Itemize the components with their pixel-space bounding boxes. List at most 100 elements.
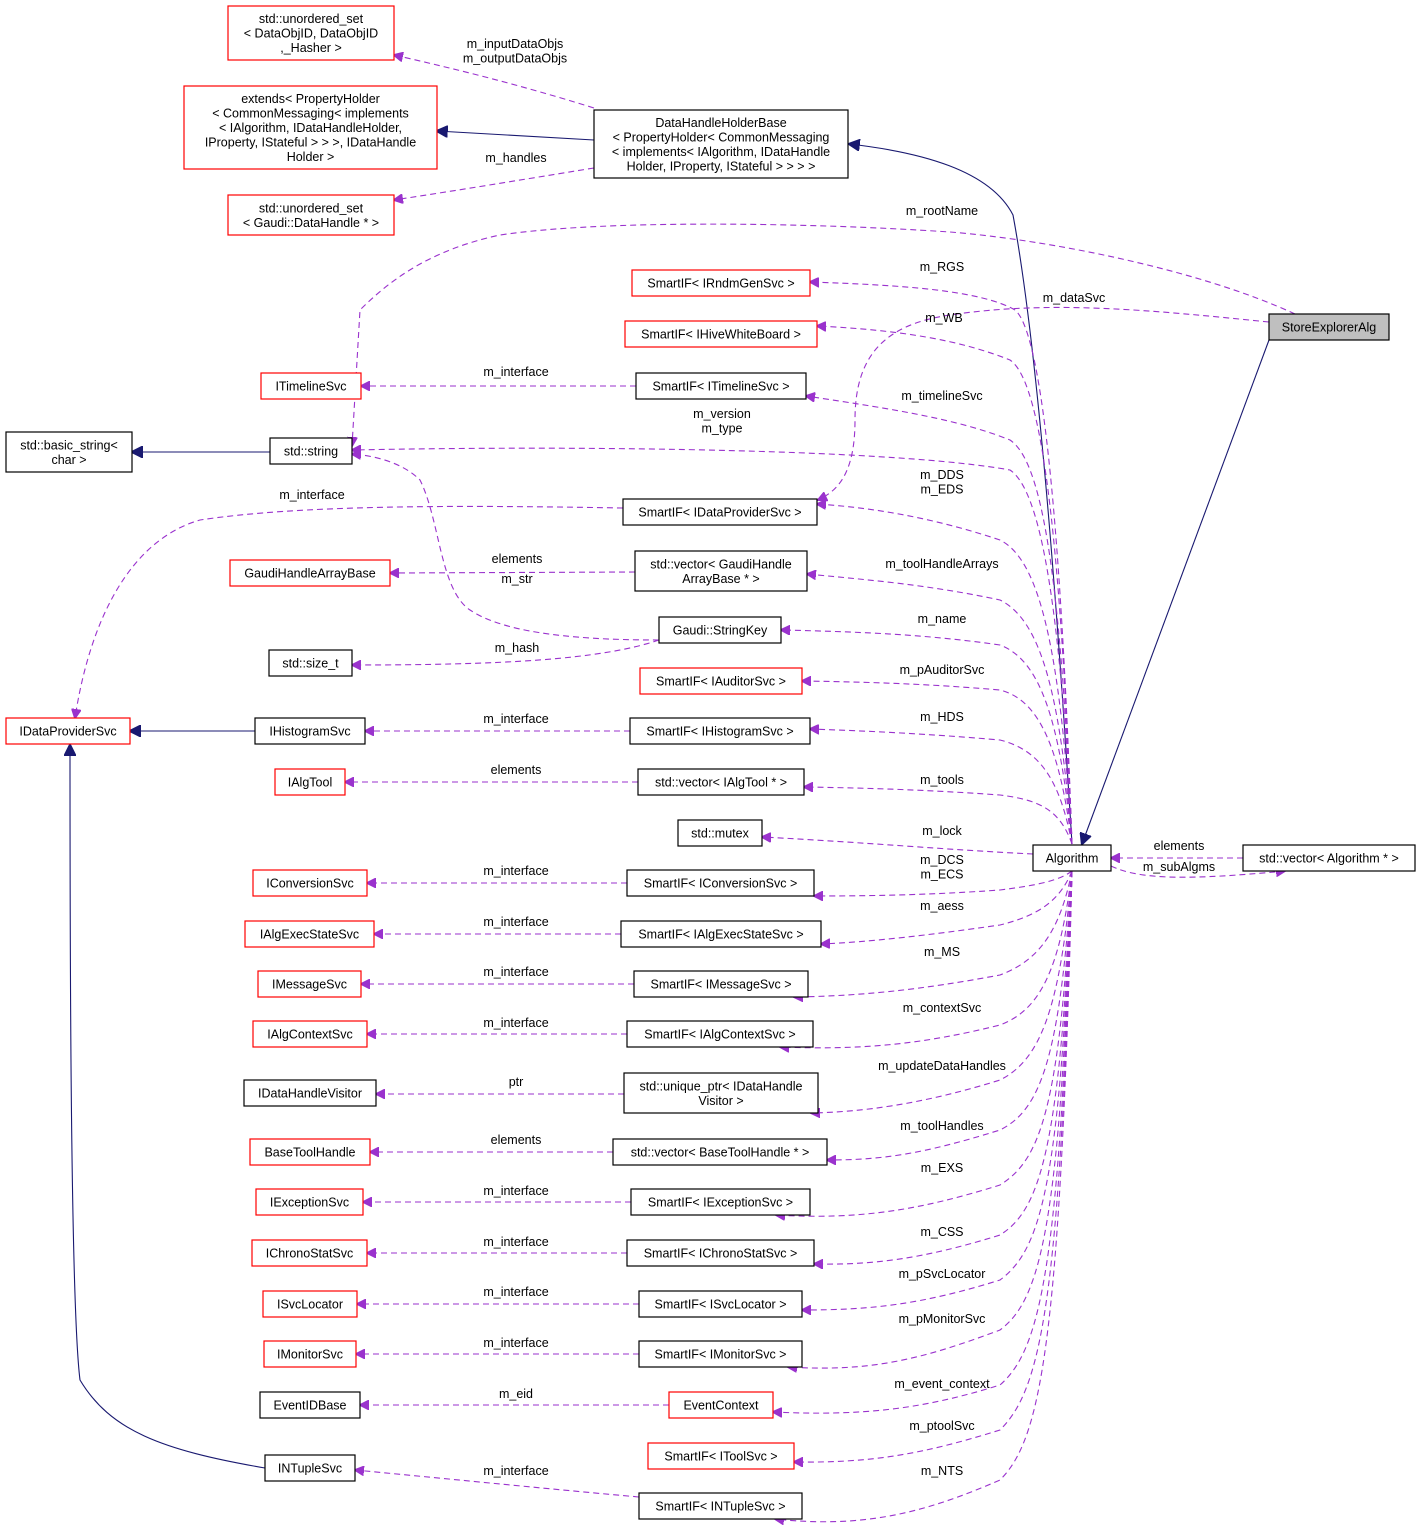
node-label: SmartIF< IAuditorSvc > bbox=[656, 675, 786, 689]
node-box bbox=[626, 1239, 815, 1267]
class-node-vec-algorithm[interactable]: std::vector< Algorithm * > bbox=[1242, 844, 1416, 872]
edge-label-tools: m_tools bbox=[920, 773, 964, 787]
edge-path bbox=[773, 870, 1073, 1413]
node-label-line: IChronoStatSvc bbox=[266, 1247, 354, 1261]
edge-label-algexec-if: m_interface bbox=[483, 915, 548, 929]
node-box bbox=[638, 1492, 803, 1520]
edge-label-line: m_outputDataObjs bbox=[463, 52, 567, 66]
class-node-storeexplorer[interactable]: StoreExplorerAlg bbox=[1268, 313, 1390, 341]
usage-edge bbox=[773, 870, 1073, 1413]
class-node-intuple[interactable]: INTupleSvc bbox=[264, 1454, 356, 1482]
node-box bbox=[264, 1454, 356, 1482]
node-label-line: SmartIF< IAuditorSvc > bbox=[656, 675, 786, 689]
class-node-imonitor[interactable]: IMonitorSvc bbox=[263, 1340, 357, 1368]
class-node-extends[interactable]: extends< PropertyHolder< CommonMessaging… bbox=[183, 85, 438, 170]
class-node-ihisto[interactable]: IHistogramSvc bbox=[254, 717, 366, 745]
edge-path bbox=[810, 282, 1073, 845]
class-node-basetoolhandle[interactable]: BaseToolHandle bbox=[249, 1138, 371, 1166]
node-label-line: EventContext bbox=[683, 1399, 759, 1413]
node-box bbox=[630, 1188, 811, 1216]
nodes-layer: std::unordered_set< DataObjID, DataObjID… bbox=[5, 5, 1416, 1520]
node-label: EventContext bbox=[683, 1399, 759, 1413]
class-node-eventcontext[interactable]: EventContext bbox=[668, 1391, 774, 1419]
usage-edge bbox=[814, 870, 1073, 1264]
class-node-sif-timeline[interactable]: SmartIF< ITimelineSvc > bbox=[635, 372, 807, 400]
edge-path bbox=[352, 454, 660, 641]
node-label-line: ArrayBase * > bbox=[682, 572, 759, 586]
class-node-sif-rndm[interactable]: SmartIF< IRndmGenSvc > bbox=[631, 269, 811, 297]
edge-label-ms: m_MS bbox=[924, 945, 960, 959]
class-node-eventidbase[interactable]: EventIDBase bbox=[259, 1391, 361, 1419]
usage-edge bbox=[355, 1470, 640, 1498]
edge-path bbox=[814, 870, 1073, 1264]
edge-label-line: m_interface bbox=[279, 488, 344, 502]
class-node-ghab[interactable]: GaudiHandleArrayBase bbox=[229, 559, 391, 587]
node-label: SmartIF< IMonitorSvc > bbox=[655, 1348, 787, 1362]
class-node-sif-algcontext[interactable]: SmartIF< IAlgContextSvc > bbox=[626, 1020, 814, 1048]
edge-label-ntuple-if: m_interface bbox=[483, 1464, 548, 1478]
class-node-dhhb[interactable]: DataHandleHolderBase< PropertyHolder< Co… bbox=[593, 109, 849, 179]
class-node-sif-monitor[interactable]: SmartIF< IMonitorSvc > bbox=[638, 1340, 803, 1368]
class-node-uset-dataobj[interactable]: std::unordered_set< DataObjID, DataObjID… bbox=[227, 5, 395, 61]
class-node-vec-ialgtool[interactable]: std::vector< IAlgTool * > bbox=[637, 768, 805, 796]
class-node-size-t[interactable]: std::size_t bbox=[268, 649, 353, 677]
class-node-iconversion[interactable]: IConversionSvc bbox=[252, 869, 368, 897]
class-node-sif-chrono[interactable]: SmartIF< IChronoStatSvc > bbox=[626, 1239, 815, 1267]
class-node-uset-handle[interactable]: std::unordered_set< Gaudi::DataHandle * … bbox=[227, 194, 395, 236]
class-node-mutex[interactable]: std::mutex bbox=[677, 819, 763, 847]
class-node-sif-svclocator[interactable]: SmartIF< ISvcLocator > bbox=[638, 1290, 803, 1318]
node-label: IDataHandleVisitor bbox=[258, 1087, 362, 1101]
edge-label-line: m_HDS bbox=[920, 710, 964, 724]
class-node-isvclocator[interactable]: ISvcLocator bbox=[262, 1290, 358, 1318]
edge-label-ghab-el: elements bbox=[492, 552, 543, 566]
class-node-itimeline[interactable]: ITimelineSvc bbox=[260, 372, 362, 400]
class-node-sif-auditor[interactable]: SmartIF< IAuditorSvc > bbox=[639, 667, 803, 695]
class-node-sif-dataprov[interactable]: SmartIF< IDataProviderSvc > bbox=[622, 498, 818, 526]
class-node-sif-toolsvc[interactable]: SmartIF< IToolSvc > bbox=[647, 1442, 795, 1470]
node-label-line: SmartIF< IConversionSvc > bbox=[644, 877, 798, 891]
class-node-ichrono[interactable]: IChronoStatSvc bbox=[251, 1239, 368, 1267]
node-box bbox=[612, 1138, 828, 1166]
class-node-imessage[interactable]: IMessageSvc bbox=[257, 970, 362, 998]
node-label: SmartIF< IHistogramSvc > bbox=[646, 725, 793, 739]
node-label-line: char > bbox=[51, 453, 86, 467]
edge-path bbox=[780, 870, 1073, 1048]
class-node-sif-message[interactable]: SmartIF< IMessageSvc > bbox=[633, 970, 809, 998]
class-node-idhvisitor[interactable]: IDataHandleVisitor bbox=[243, 1079, 377, 1107]
class-node-sif-ntuple[interactable]: SmartIF< INTupleSvc > bbox=[638, 1492, 803, 1520]
class-node-sif-histo[interactable]: SmartIF< IHistogramSvc > bbox=[629, 717, 811, 745]
class-node-sif-exception[interactable]: SmartIF< IExceptionSvc > bbox=[630, 1188, 811, 1216]
node-label: IAlgContextSvc bbox=[267, 1028, 352, 1042]
node-label: EventIDBase bbox=[274, 1399, 347, 1413]
edge-label-line: m_MS bbox=[924, 945, 960, 959]
usage-edge bbox=[814, 870, 1073, 896]
class-node-stringkey[interactable]: Gaudi::StringKey bbox=[658, 616, 782, 644]
edge-label-line: m_EXS bbox=[921, 1161, 963, 1175]
class-node-sif-conversion[interactable]: SmartIF< IConversionSvc > bbox=[626, 869, 815, 897]
edge-label-line: m_interface bbox=[483, 864, 548, 878]
class-node-basic-string[interactable]: std::basic_string<char > bbox=[5, 431, 133, 473]
class-node-ialgtool[interactable]: IAlgTool bbox=[274, 768, 346, 796]
node-box bbox=[254, 717, 366, 745]
class-node-sif-algexec[interactable]: SmartIF< IAlgExecStateSvc > bbox=[620, 920, 822, 948]
edge-label-line: m_DDS bbox=[920, 468, 964, 482]
edge-label-line: m_pSvcLocator bbox=[899, 1267, 986, 1281]
edge-label-mon-if: m_interface bbox=[483, 1336, 548, 1350]
class-node-algorithm[interactable]: Algorithm bbox=[1032, 844, 1112, 872]
edge-label-line: m_interface bbox=[483, 1336, 548, 1350]
edge-label-contextsvc: m_contextSvc bbox=[903, 1001, 982, 1015]
class-node-idataprov[interactable]: IDataProviderSvc bbox=[5, 717, 131, 745]
class-node-iexception[interactable]: IExceptionSvc bbox=[255, 1188, 364, 1216]
node-label: std::mutex bbox=[691, 827, 749, 841]
class-node-vec-basetool[interactable]: std::vector< BaseToolHandle * > bbox=[612, 1138, 828, 1166]
node-label: SmartIF< IChronoStatSvc > bbox=[644, 1247, 798, 1261]
class-node-sif-hive[interactable]: SmartIF< IHiveWhiteBoard > bbox=[624, 320, 818, 348]
class-node-ialgcontext[interactable]: IAlgContextSvc bbox=[252, 1020, 368, 1048]
edge-path bbox=[817, 326, 1073, 845]
edge-path bbox=[355, 1470, 640, 1498]
class-node-stdstring[interactable]: std::string bbox=[269, 437, 353, 465]
class-node-ialgexec[interactable]: IAlgExecStateSvc bbox=[244, 920, 375, 948]
